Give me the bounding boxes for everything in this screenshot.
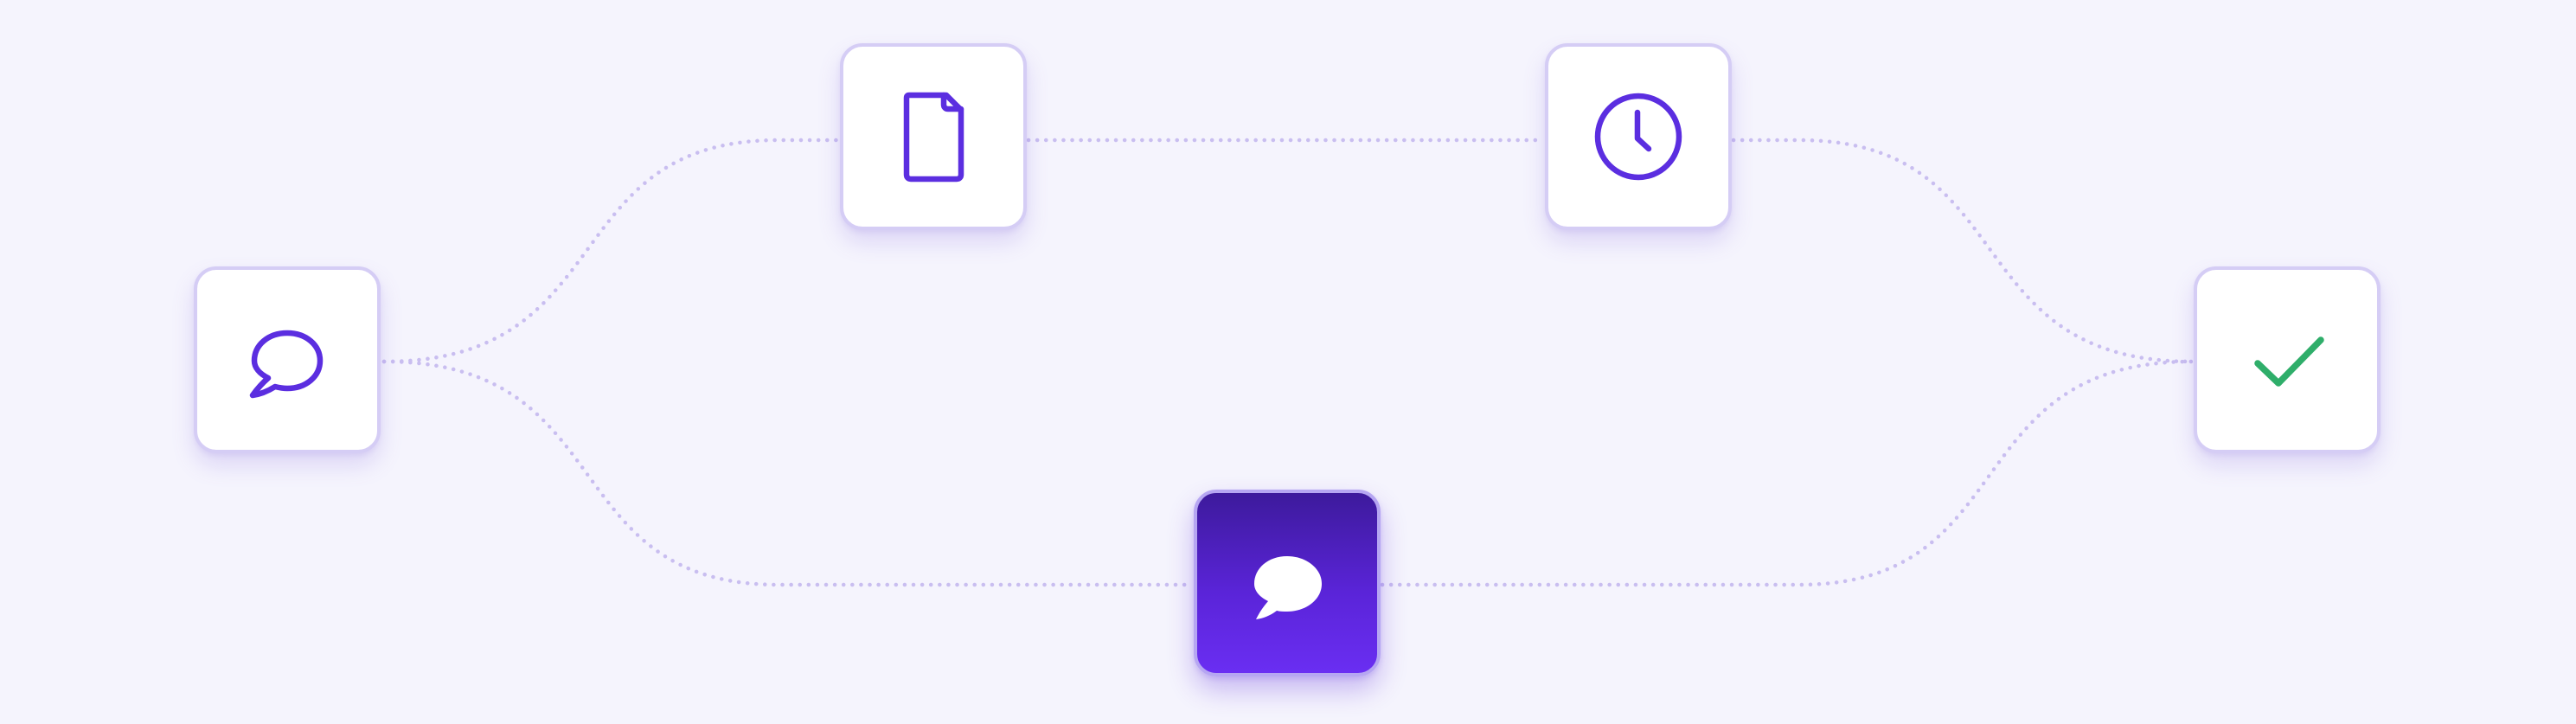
chat-node[interactable]	[194, 266, 381, 453]
edge-chat-to-active-chat	[381, 359, 1195, 587]
clock-node[interactable]	[1545, 43, 1732, 230]
chat-bubble-icon	[249, 330, 324, 399]
document-node[interactable]	[840, 43, 1027, 230]
active-chat-node[interactable]	[1194, 490, 1381, 676]
clock-icon	[1594, 93, 1682, 181]
chat-bubble-filled-icon	[1254, 556, 1322, 619]
document-icon	[903, 92, 964, 183]
complete-node[interactable]	[2194, 266, 2381, 453]
edge-active-chat-to-complete	[1380, 359, 2195, 587]
edge-clock-to-complete	[1731, 138, 2195, 364]
edge-chat-to-document	[381, 138, 841, 364]
checkmark-icon	[2254, 336, 2324, 387]
